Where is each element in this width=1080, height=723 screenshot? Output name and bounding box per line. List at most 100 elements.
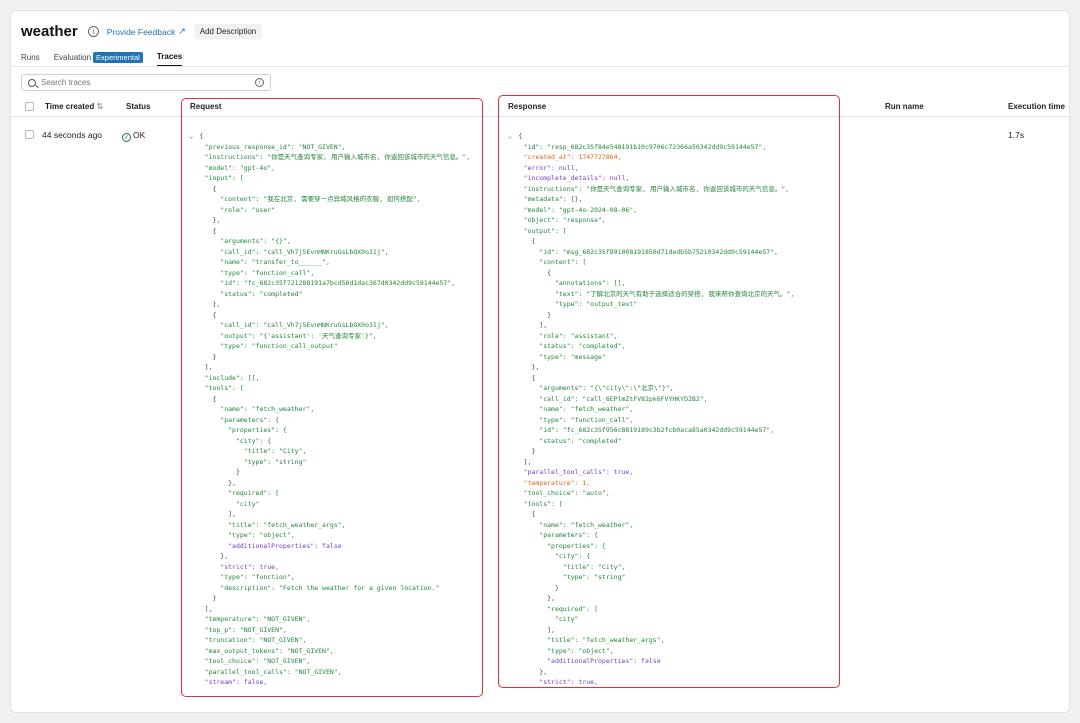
column-status[interactable]: Status	[126, 102, 151, 111]
row-status: ✓OK	[122, 130, 145, 142]
json-line: "annotations": [],	[508, 279, 626, 287]
json-line: {	[189, 184, 217, 193]
json-line: "previous_response_id": "NOT_GIVEN",	[189, 142, 346, 151]
experimental-badge: Experimental	[93, 52, 143, 63]
json-line: "additionalProperties": false	[189, 541, 342, 550]
column-execution-time[interactable]: Execution time	[1008, 102, 1065, 111]
add-description-button[interactable]: Add Description	[193, 24, 263, 39]
json-line: "id": "fc_682c35f956c8819189c3b2fcb0aca8…	[508, 426, 775, 434]
json-line: "status": "completed",	[508, 342, 626, 350]
row-time[interactable]: 44 seconds ago	[42, 130, 103, 140]
json-line: "title": "fetch_weather_args",	[508, 636, 665, 644]
response-highlight-box	[498, 95, 840, 688]
table-header: Time created ⇅ Status Request Response R…	[11, 97, 1069, 117]
json-line: "parameters": {	[508, 531, 599, 539]
json-line: "type": "function",	[189, 573, 295, 581]
json-line: "content": "我在北京, 需要穿一点异域风格的衣服, 如何搭配",	[189, 195, 421, 203]
json-line: "include": [],	[189, 373, 260, 382]
json-line: "required": [	[508, 604, 599, 613]
json-line: "incomplete_details": null,	[508, 174, 630, 182]
json-line: "type": "object",	[189, 531, 295, 539]
json-line: "properties": {	[189, 426, 287, 434]
json-line: "temperature": 1,	[508, 478, 591, 487]
json-line: "created_at": 1747727864,	[508, 153, 622, 161]
json-line: "parallel_tool_calls": "NOT_GIVEN",	[189, 667, 342, 676]
info-icon[interactable]: i	[87, 26, 99, 37]
provide-feedback-link[interactable]: Provide Feedback ↗	[107, 26, 186, 37]
json-line: "model": "gpt-4o-2024-08-06",	[508, 205, 638, 214]
json-line: "text": "了解北京的天气有助于选择适合的穿搭, 我来帮你查询北京的天气。…	[508, 289, 795, 298]
json-line: }	[189, 594, 217, 602]
collapse-chevron-icon[interactable]: ⌄	[189, 132, 194, 140]
json-line: ],	[508, 457, 532, 466]
json-line: ],	[189, 604, 213, 613]
json-line: ⌄{	[189, 131, 487, 142]
json-line: "type": "string"	[508, 573, 626, 581]
json-line: ],	[508, 321, 548, 329]
json-line: ],	[508, 625, 555, 634]
json-line: }	[508, 310, 552, 319]
search-icon	[28, 78, 36, 87]
json-line: {	[189, 394, 217, 403]
tab-traces[interactable]: Traces	[156, 52, 183, 67]
json-line: "role": "assistant",	[508, 331, 618, 340]
json-line: "tool_choice": "auto",	[508, 489, 610, 497]
json-line: "output": [	[508, 226, 567, 235]
json-line: "title": "City",	[189, 447, 307, 455]
json-line: "description": "Fetch the weather for a …	[189, 583, 440, 592]
json-line: "object": "response",	[508, 216, 606, 224]
experiment-header: weather i Provide Feedback ↗ Add Descrip…	[21, 23, 263, 40]
json-line: "city": {	[189, 436, 272, 445]
json-line: "strict": true,	[508, 678, 599, 686]
column-time-created[interactable]: Time created ⇅	[45, 102, 103, 111]
column-response[interactable]: Response	[508, 102, 547, 111]
json-line: "city": {	[508, 552, 591, 560]
tab-evaluation-label: Evaluation	[53, 53, 92, 62]
select-all-checkbox[interactable]	[25, 102, 34, 113]
collapse-chevron-icon[interactable]: ⌄	[508, 132, 513, 140]
json-line: },	[189, 552, 229, 560]
json-line: "metadata": {},	[508, 195, 583, 203]
request-json-viewer[interactable]: ⌄{ "previous_response_id": "NOT_GIVEN", …	[189, 131, 487, 701]
json-line: "status": "completed"	[508, 436, 622, 445]
json-line: }	[189, 468, 240, 476]
column-request[interactable]: Request	[190, 102, 222, 111]
json-line: },	[508, 363, 540, 371]
json-line: "truncation": "NOT_GIVEN",	[189, 636, 307, 644]
json-line: "instructions": "你是天气查询专家, 用户输入城市名, 你返回该…	[508, 184, 790, 193]
json-brace: {	[199, 132, 204, 140]
json-line: "parameters": {	[189, 415, 280, 424]
response-json-viewer[interactable]: ⌄{ "id": "resp_682c35f84e548191b10c9706c…	[508, 131, 841, 696]
json-line: "type": "output_text"	[508, 300, 638, 308]
info-circle-icon[interactable]: i	[255, 78, 264, 87]
json-line: "id": "resp_682c35f84e548191b10c9706c723…	[508, 142, 767, 151]
json-line: "id": "msg_682c35f891008191850d71dedb5b7…	[508, 247, 779, 256]
column-run-name[interactable]: Run name	[885, 102, 924, 111]
json-line: "additionalProperties": false	[508, 657, 661, 665]
tab-runs[interactable]: Runs	[21, 53, 40, 62]
json-line: "name": "fetch_weather",	[508, 520, 634, 529]
row-checkbox[interactable]	[25, 130, 34, 141]
json-line: "type": "string"	[189, 457, 307, 466]
json-line: "strict": true,	[189, 562, 280, 571]
json-line: "content": [	[508, 258, 587, 266]
json-line: "call_id": "call_Vh7j5EvnHNKruGsLbOX0o31…	[189, 321, 389, 329]
json-line: },	[189, 216, 221, 224]
json-line: "max_output_tokens": "NOT_GIVEN",	[189, 646, 334, 655]
json-line: "city"	[189, 499, 260, 508]
request-json: ⌄{ "previous_response_id": "NOT_GIVEN", …	[189, 131, 487, 688]
json-line: }	[508, 583, 559, 592]
json-line: "call_id": "call_6EPlmZtFV82pk6FVYHKYD2B…	[508, 394, 708, 403]
json-line: "tool_choice": "NOT_GIVEN",	[189, 657, 311, 665]
row-status-label: OK	[133, 130, 146, 140]
sort-icon[interactable]: ⇅	[96, 102, 104, 111]
search-input[interactable]: Search traces i	[21, 74, 271, 91]
json-line: ⌄{	[508, 131, 841, 142]
json-line: "title": "fetch_weather_args",	[189, 520, 346, 529]
json-line: {	[508, 510, 536, 518]
json-line: "stream": false,	[189, 678, 268, 686]
json-line: "input": [	[189, 174, 244, 182]
json-line: ],	[189, 510, 236, 518]
